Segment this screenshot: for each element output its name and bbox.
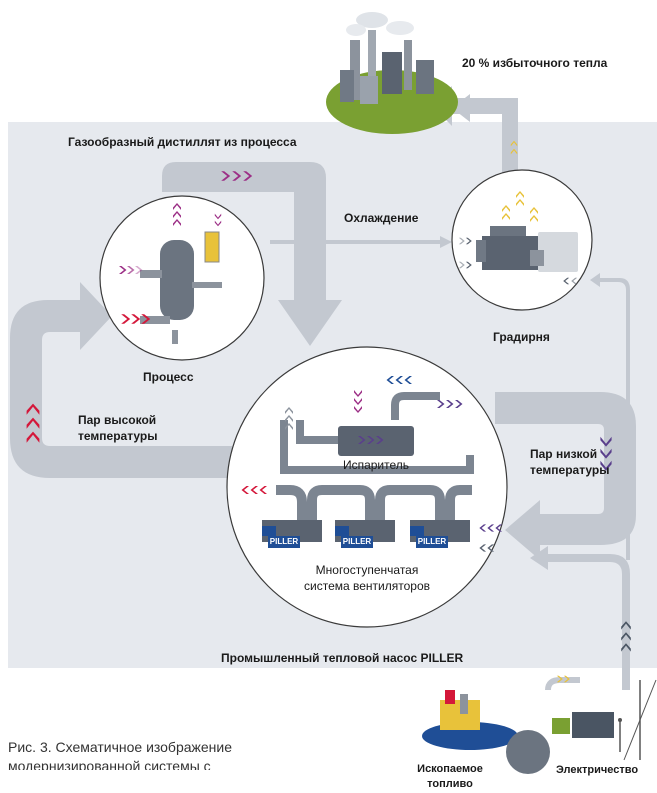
heat-release-stem bbox=[502, 104, 518, 188]
caption-line-1: Рис. 3. Схематичное изображение bbox=[8, 739, 233, 755]
process-label: Процесс bbox=[143, 370, 194, 384]
heat-release-arrow bbox=[452, 94, 514, 185]
cooling-label: Охлаждение bbox=[344, 211, 419, 225]
piller-heat-pump-label: Промышленный тепловой насос PILLER bbox=[221, 651, 464, 665]
distillate-flow-arrow bbox=[162, 162, 342, 346]
electricity-source-icon bbox=[545, 675, 657, 761]
cooling-tower-label: Градирня bbox=[493, 330, 550, 344]
cooling-return-line bbox=[590, 273, 630, 560]
cooling-line bbox=[270, 240, 440, 244]
low-temp-steam-label: Пар низкой температуры bbox=[530, 447, 610, 477]
fan-system-label: Многоступенчатая система вентиляторов bbox=[304, 563, 430, 593]
piller-badges bbox=[268, 536, 448, 548]
fossil-fuel-label: Ископаемое топливо bbox=[417, 763, 483, 790]
high-temp-flow-arrow bbox=[10, 282, 232, 478]
caption-line-2: модернизированной системы с bbox=[8, 758, 211, 770]
heat-release-head bbox=[432, 86, 518, 126]
fossil-fuel-icon bbox=[422, 690, 550, 774]
low-temp-flow-arrow bbox=[495, 392, 636, 560]
gaseous-distillate-label: Газообразный дистиллят из процесса bbox=[68, 135, 297, 149]
cooling-arrow-head bbox=[440, 236, 452, 248]
process-vessel bbox=[140, 231, 222, 344]
high-temp-steam-label: Пар высокой температуры bbox=[78, 413, 158, 443]
cooling-tower-equipment bbox=[476, 226, 578, 272]
evaporator-label: Испаритель bbox=[342, 458, 410, 472]
excess-heat-label: 20 % избыточного тепла bbox=[462, 56, 608, 70]
flow-arrows bbox=[10, 94, 636, 690]
fan-pipes bbox=[276, 485, 472, 520]
piller-badge-2: PILLER bbox=[342, 537, 372, 546]
electricity-label: Электричество bbox=[556, 764, 639, 776]
piller-badge-3: PILLER bbox=[417, 537, 447, 546]
piller-badge-1: PILLER bbox=[269, 537, 299, 546]
evaporator-body bbox=[338, 426, 414, 456]
electricity-feed-line bbox=[530, 546, 630, 690]
factory-illustration bbox=[326, 12, 458, 134]
evaporator-pipes bbox=[280, 392, 474, 474]
